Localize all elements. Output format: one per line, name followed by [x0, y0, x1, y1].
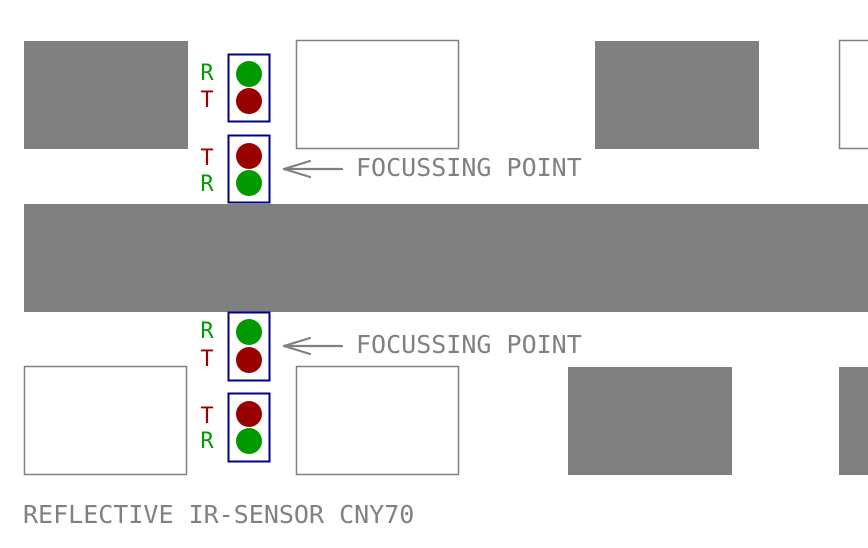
receiver-led [236, 428, 262, 454]
lower-block-row [23, 365, 868, 476]
sensor-3: R T [200, 311, 271, 382]
block-filled [24, 41, 188, 149]
focus-point-label: FOCUSSING POINT [356, 153, 582, 182]
block-outline [838, 39, 868, 150]
block-outline [295, 39, 460, 150]
receiver-led [236, 61, 262, 87]
receiver-led [236, 170, 262, 196]
sensor-frame [227, 392, 271, 463]
arrow-left-icon [282, 159, 344, 179]
diagram-title: REFLECTIVE IR-SENSOR CNY70 [23, 500, 414, 529]
upper-block-row [24, 39, 868, 150]
block-filled [568, 367, 732, 475]
transmitter-led [236, 401, 262, 427]
sensor-bottom-label: R [200, 172, 214, 197]
transmitter-led [236, 88, 262, 114]
transmitter-led [236, 347, 262, 373]
receiver-led [236, 319, 262, 345]
sensor-frame [227, 311, 271, 382]
sensor-top-label: T [200, 146, 213, 171]
sensor-1: R T [200, 53, 271, 123]
sensor-4: T R [200, 392, 271, 463]
upper-focus-annotation: FOCUSSING POINT [282, 153, 582, 182]
sensor-top-label: T [200, 404, 213, 429]
block-outline [23, 365, 188, 476]
lower-focus-annotation: FOCUSSING POINT [282, 330, 582, 359]
block-filled [839, 367, 868, 475]
focus-point-label: FOCUSSING POINT [356, 330, 582, 359]
sensor-bottom-label: T [200, 88, 213, 113]
sensor-frame [227, 53, 271, 123]
sensor-bottom-label: T [200, 347, 213, 372]
block-filled [595, 41, 759, 149]
center-track-bar [24, 204, 868, 312]
sensor-frame [227, 134, 271, 204]
arrow-left-icon [282, 336, 344, 356]
sensor-top-label: R [200, 319, 214, 344]
sensor-top-label: R [200, 61, 214, 86]
transmitter-led [236, 143, 262, 169]
sensor-bottom-label: R [200, 429, 214, 454]
block-outline [295, 365, 460, 476]
sensor-2: T R [200, 134, 271, 204]
